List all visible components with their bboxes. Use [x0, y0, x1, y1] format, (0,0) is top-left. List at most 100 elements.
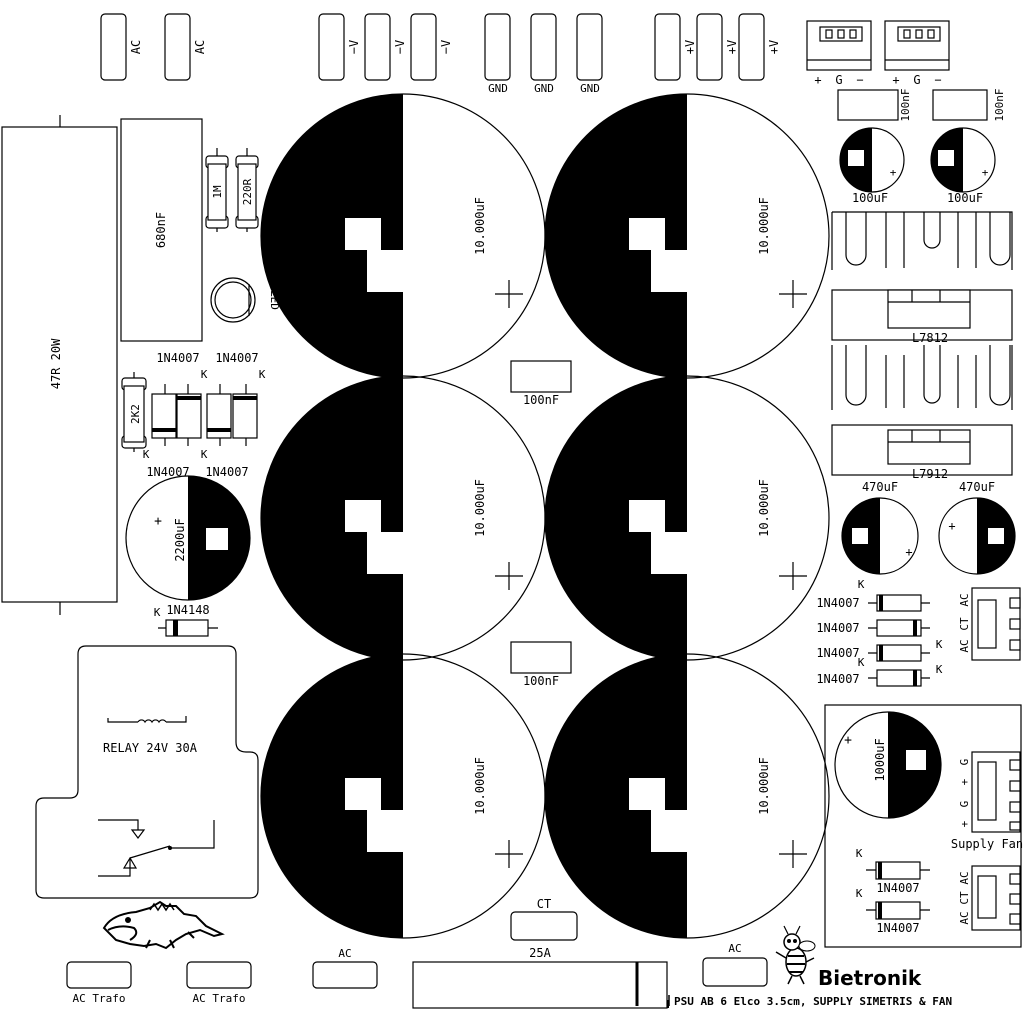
capacitor-value-label: 10.000uF [473, 479, 487, 537]
svg-text:100uF: 100uF [852, 191, 888, 205]
svg-text:1N4007: 1N4007 [816, 672, 859, 686]
svg-text:K: K [259, 368, 266, 381]
svg-text:AC: AC [338, 947, 351, 960]
svg-text:1N4007: 1N4007 [156, 351, 199, 365]
svg-text:2K2: 2K2 [129, 404, 142, 424]
svg-text:680nF: 680nF [154, 212, 168, 248]
svg-text:K: K [936, 663, 943, 676]
rectifier-diodes-upper: 1N4007 1N4007 K K 2K2 K K 1N4007 1N4007 [121, 351, 266, 479]
svg-text:CT: CT [537, 897, 551, 911]
resistor-220r: 220R [235, 148, 259, 232]
svg-text:1000uF: 1000uF [873, 738, 887, 781]
ac-pad-label: AC [193, 40, 207, 54]
svg-text:100nF: 100nF [993, 88, 1006, 121]
capacitor-100nf-right: 100nF 100nF [837, 88, 1006, 122]
capacitor-100nf-center-upper: 100nF [510, 360, 572, 407]
capacitor-value-label: 10.000uF [473, 197, 487, 255]
svg-text:K: K [143, 448, 150, 461]
svg-text:+: + [948, 519, 955, 533]
capacitor-value-label: 10.000uF [757, 197, 771, 255]
diode-stack-right: K 1N4007 1N4007 K 1N4007 K K 1N4007 [816, 578, 943, 687]
svg-text:K: K [858, 656, 865, 669]
svg-text:K: K [154, 606, 161, 619]
svg-text:K: K [856, 847, 863, 860]
svg-text:+: + [890, 166, 897, 179]
brand-name: Bietronik [818, 966, 922, 990]
ct-pad: CT [510, 897, 578, 941]
svg-text:AC: AC [958, 593, 971, 606]
relay-24v-30a: RELAY 24V 30A [35, 645, 259, 899]
gnd-label: GND [580, 82, 600, 95]
neg-v-label: −V [347, 40, 361, 54]
fan-pin-label: − [934, 73, 941, 87]
svg-text:100nF: 100nF [899, 88, 912, 121]
capacitor-10000uf: 10.000uF [260, 93, 546, 379]
capacitor-100nf-center-lower: 100nF [510, 641, 572, 688]
svg-text:47R 20W: 47R 20W [49, 338, 63, 389]
capacitor-680nf: 680nF [120, 118, 203, 342]
crocodile-logo [102, 900, 225, 950]
svg-text:Supply Fan: Supply Fan [951, 837, 1023, 851]
svg-text:G: G [958, 759, 971, 766]
svg-text:+: + [982, 166, 989, 179]
capacitor-value-label: 10.000uF [473, 757, 487, 815]
negative-rail-pads: −V −V −V [318, 13, 453, 81]
svg-text:G: G [958, 801, 971, 808]
svg-text:470uF: 470uF [862, 480, 898, 494]
capacitor-10000uf: 10.000uF [544, 653, 830, 939]
neg-v-label: −V [439, 40, 453, 54]
svg-text:1M: 1M [211, 185, 224, 199]
svg-text:1N4007: 1N4007 [876, 921, 919, 935]
svg-text:K: K [201, 368, 208, 381]
capacitor-470uf-left: 470uF + [841, 480, 919, 575]
capacitor-value-label: 10.000uF [757, 757, 771, 815]
svg-text:K: K [201, 448, 208, 461]
fan-pin-label: + [814, 73, 821, 87]
fan-pin-label: − [856, 73, 863, 87]
svg-text:AC: AC [958, 639, 971, 652]
svg-text:+: + [958, 820, 971, 827]
diode-1n4148: K 1N4148 [154, 603, 218, 637]
resistor-47r-20w: 47R 20W [1, 115, 118, 615]
svg-text:1N4007: 1N4007 [876, 881, 919, 895]
ground-pads: GND GND GND [484, 13, 603, 95]
svg-text:25A: 25A [529, 946, 551, 960]
board-title: PSU AB 6 Elco 3.5cm, SUPPLY SIMETRIS & F… [674, 995, 952, 1008]
svg-text:RELAY 24V 30A: RELAY 24V 30A [103, 741, 198, 755]
fuse-25a: 25A [412, 946, 669, 1009]
capacitor-10000uf: 10.000uF [260, 653, 546, 939]
svg-text:1N4007: 1N4007 [205, 465, 248, 479]
svg-text:100nF: 100nF [523, 674, 559, 688]
ac-input-pads: AC AC [100, 13, 207, 81]
supply-fan-board: + 1000uF G + G + Supply Fan AC CT AC K 1… [824, 704, 1023, 948]
capacitor-470uf-right: 470uF + [938, 480, 1016, 575]
capacitor-100uf-right: + 100uF [930, 127, 996, 205]
regulator-l7812-heatsink: L7812 [831, 211, 1013, 345]
pos-v-label: +V [725, 40, 739, 54]
fan-header-top-left: + G − [806, 20, 872, 87]
capacitor-value-label: 10.000uF [757, 479, 771, 537]
svg-text:+: + [154, 514, 162, 529]
capacitor-10000uf: 10.000uF [544, 375, 830, 661]
fan-header-top-right: + G − [884, 20, 950, 87]
positive-rail-pads: +V +V +V [654, 13, 781, 81]
svg-text:1N4007: 1N4007 [816, 646, 859, 660]
ac-pad-label: AC [129, 40, 143, 54]
main-filter-capacitors: 10.000uF 10.000uF 10.000uF 10.000uF 10.000uF… [260, 93, 830, 939]
svg-text:+: + [905, 545, 912, 559]
svg-text:AC: AC [728, 942, 741, 955]
svg-text:2200uF: 2200uF [173, 518, 187, 561]
svg-text:1N4007: 1N4007 [816, 621, 859, 635]
svg-text:CT: CT [958, 617, 971, 631]
svg-text:1N4007: 1N4007 [215, 351, 258, 365]
pos-v-label: +V [767, 40, 781, 54]
gnd-label: GND [488, 82, 508, 95]
bee-mascot-logo [775, 925, 816, 985]
svg-text:K: K [856, 887, 863, 900]
capacitor-2200uf: + 2200uF [125, 475, 251, 601]
fan-pin-label: G [913, 73, 920, 87]
capacitor-10000uf: 10.000uF [544, 93, 830, 379]
svg-text:100uF: 100uF [947, 191, 983, 205]
svg-text:1N4007: 1N4007 [816, 596, 859, 610]
